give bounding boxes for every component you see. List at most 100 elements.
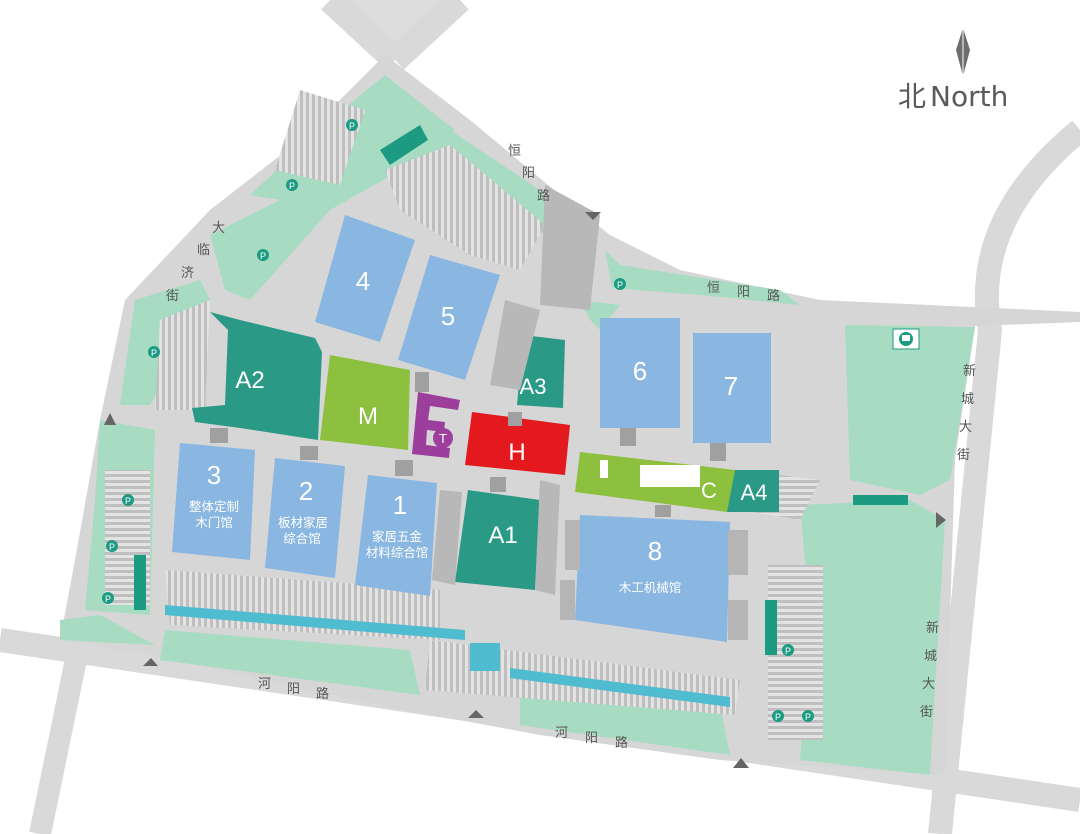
road-xincheng-upper-4: 街 — [957, 448, 970, 463]
walkways — [210, 372, 726, 517]
parking-icon-text: P — [105, 594, 111, 604]
road-labels: 恒 阳 路 恒 阳 路 大 临 济 街 新 城 大 街 新 城 大 街 河 阳 … — [166, 144, 976, 751]
road-hengyang-top-1: 恒 — [508, 144, 521, 159]
road-heyang-bottom-3: 路 — [615, 735, 628, 751]
hall-c-notch — [600, 460, 608, 478]
parking-icon: P — [286, 179, 298, 191]
road-xincheng-lower-3: 大 — [922, 677, 935, 692]
parking-icon: P — [614, 278, 626, 290]
hall-3[interactable] — [172, 443, 255, 560]
hall-8-label: 8 — [648, 536, 662, 566]
hall-a3-label: A3 — [520, 374, 547, 399]
hall-a4-label: A4 — [741, 480, 768, 505]
parking-icon: P — [257, 249, 269, 261]
road-xincheng-lower-1: 新 — [926, 620, 939, 636]
parking-icon-text: P — [260, 251, 266, 261]
road-jilin-1: 大 — [212, 221, 225, 236]
road-heyang-bottom-2: 阳 — [585, 731, 598, 746]
road-xincheng-lower-4: 街 — [920, 705, 933, 720]
hall-2-name-1: 板材家居 — [278, 515, 328, 530]
parking-icon: P — [772, 710, 784, 722]
parking-icon-text: P — [805, 712, 811, 722]
hall-5-label: 5 — [441, 301, 455, 331]
compass-cn: 北 — [898, 80, 926, 113]
hall-7[interactable] — [693, 333, 771, 443]
hall-1-label: 1 — [393, 490, 407, 520]
parking-icon-text: P — [109, 542, 115, 552]
parking-icon-text: P — [617, 280, 623, 290]
parking-icon-text: P — [125, 496, 131, 506]
north-compass: 北 North — [898, 28, 1008, 113]
hall-3-label: 3 — [207, 460, 221, 490]
parking-icon-text: P — [151, 348, 157, 358]
hall-a2-label: A2 — [235, 367, 264, 394]
parking-icon: P — [148, 346, 160, 358]
parking-icon: P — [122, 494, 134, 506]
parking-icon: P — [346, 119, 358, 131]
compass-en: North — [930, 80, 1008, 113]
hall-labels: 4 5 6 7 3 整体定制 木门馆 2 板材家居 综合馆 1 家居五金 材料综… — [189, 266, 767, 595]
parking-icon: P — [802, 710, 814, 722]
hall-t[interactable] — [412, 392, 460, 458]
road-hengyang-right-2: 阳 — [737, 285, 750, 300]
hall-3-name-1: 整体定制 — [189, 499, 239, 514]
cyan-strips — [165, 605, 730, 707]
hall-6[interactable] — [600, 318, 680, 428]
parking-icon: P — [782, 644, 794, 656]
hall-6-label: 6 — [633, 356, 647, 386]
road-hengyang-top-3: 路 — [537, 188, 550, 204]
hall-1-name-2: 材料综合馆 — [366, 545, 429, 560]
hall-t-circle — [433, 428, 453, 448]
hall-1-name-1: 家居五金 — [372, 529, 423, 544]
blue-halls — [172, 215, 771, 642]
road-xincheng-upper-2: 城 — [961, 392, 974, 407]
road-arrows — [104, 212, 946, 768]
parking-icon: P — [106, 540, 118, 552]
road-heyang-left-2: 阳 — [287, 682, 300, 697]
hall-3-name-2: 木门馆 — [195, 515, 233, 530]
hall-8-name: 木工机械馆 — [619, 580, 682, 595]
hall-2[interactable] — [265, 458, 345, 578]
hall-8[interactable] — [575, 515, 730, 642]
hall-h[interactable] — [465, 412, 570, 475]
road-xincheng-upper-3: 大 — [959, 420, 972, 435]
parking-markers — [134, 125, 908, 655]
parking-icon-text: P — [289, 181, 295, 191]
parking-icon-text: P — [785, 646, 791, 656]
bus-stop-icon — [892, 328, 920, 350]
hall-4[interactable] — [315, 215, 415, 342]
road-xincheng-upper-1: 新 — [963, 363, 976, 379]
parking-icon: P — [102, 592, 114, 604]
hall-h-label: H — [508, 439, 525, 466]
parking-icon-text: P — [349, 121, 355, 131]
parking-symbols: P P P P P P P P P P P — [102, 119, 814, 722]
hall-m[interactable] — [320, 355, 410, 450]
road-heyang-bottom-1: 河 — [555, 726, 568, 741]
gray-buildings — [432, 185, 600, 595]
hall-c-label: C — [701, 478, 717, 503]
road-heyang-left-3: 路 — [316, 686, 329, 702]
hall-a1[interactable] — [455, 490, 540, 590]
hall-a1-label: A1 — [488, 522, 517, 549]
hall-a2[interactable] — [192, 312, 322, 440]
road-hengyang-right-3: 路 — [767, 288, 780, 304]
hall-7-label: 7 — [724, 371, 738, 401]
hall-5[interactable] — [398, 255, 500, 380]
hall-m-label: M — [358, 403, 378, 430]
road-jilin-4: 街 — [166, 289, 179, 304]
road-hengyang-top-2: 阳 — [522, 166, 535, 181]
hall-t-label: T — [439, 431, 447, 446]
parking-icon-text: P — [775, 712, 781, 722]
hall-a4[interactable] — [727, 470, 779, 512]
road-jilin-3: 济 — [181, 266, 194, 281]
hall-4-label: 4 — [356, 266, 370, 296]
road-hengyang-right-1: 恒 — [707, 281, 720, 296]
hall-1[interactable] — [355, 475, 437, 596]
hall-2-name-2: 综合馆 — [283, 531, 321, 546]
road-heyang-left-1: 河 — [258, 677, 271, 692]
road-jilin-2: 临 — [197, 243, 210, 258]
hall-2-label: 2 — [299, 476, 313, 506]
hall-8-annex — [560, 520, 748, 640]
hall-c-inner — [640, 465, 700, 487]
